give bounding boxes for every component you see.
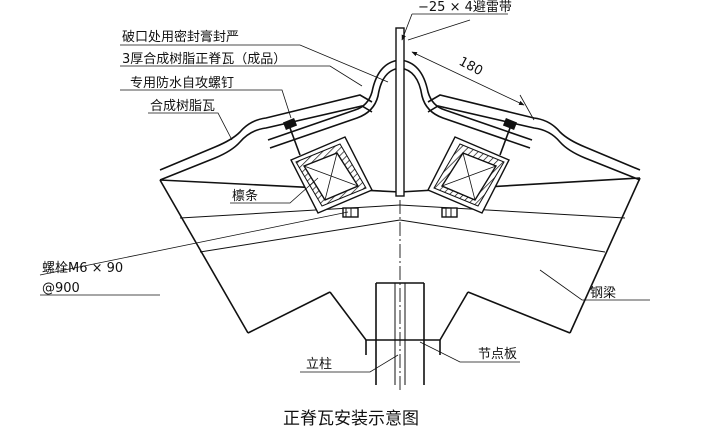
lightning-strip [395, 27, 405, 197]
bolt-left [342, 207, 359, 218]
purlin-label: 檩条 [232, 188, 258, 204]
dimension-180 [407, 19, 535, 121]
ridge-tile-label: 3厚合成树脂正脊瓦（成品） [122, 52, 286, 67]
steel-beam-label: 钢梁 [590, 286, 616, 301]
screw-label: 专用防水自攻螺钉 [130, 75, 234, 91]
resin-tile-right [427, 94, 641, 181]
purlin-left [290, 136, 373, 214]
column-label: 立柱 [306, 357, 332, 372]
gusset-plate-label: 节点板 [478, 347, 517, 362]
bolt-right [441, 207, 458, 218]
bolt-label: 螺栓M6 × 90 [42, 261, 123, 276]
purlin-right [427, 136, 510, 214]
bolt-spacing-label: @900 [42, 281, 80, 296]
lightning-strip-label: −25 × 4避雷带 [418, 0, 512, 15]
diagram-caption: 正脊瓦安装示意图 [283, 409, 419, 429]
resin-tile-left [159, 94, 373, 181]
leader-lines [39, 13, 650, 373]
dimension-label: 180 [456, 54, 485, 79]
seal-note-label: 破口处用密封膏封严 [122, 29, 239, 45]
screw-right [499, 118, 518, 156]
screw-left [282, 118, 301, 156]
resin-tile-label: 合成树脂瓦 [150, 99, 215, 114]
steel-beam-right [399, 177, 641, 334]
column [375, 200, 425, 392]
gusset-plate [329, 291, 469, 355]
